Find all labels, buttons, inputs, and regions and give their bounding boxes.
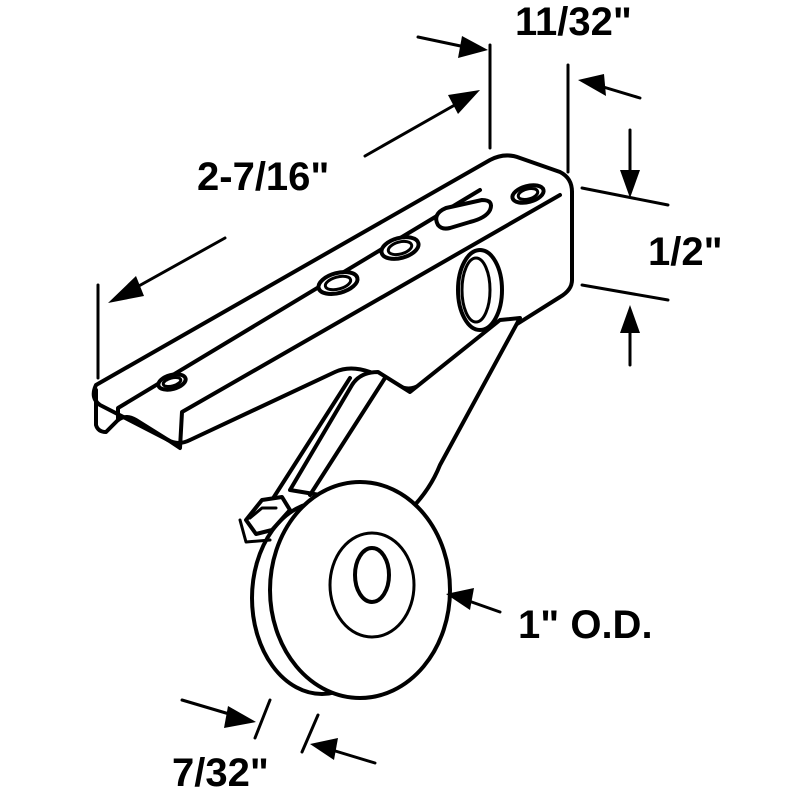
dimension-wheel-diameter: 1" O.D. (446, 588, 653, 647)
roller-wheel (238, 480, 452, 700)
bracket-channel-inner (116, 188, 482, 422)
bracket-channel-lip (94, 388, 170, 442)
arm-clip (244, 495, 292, 536)
wheel-hub-ring (328, 531, 416, 639)
dimension-wheel-thickness: 7/32" (172, 698, 377, 795)
arm-body (288, 316, 522, 512)
dimension-bracket-width: 11/32" (416, 0, 642, 174)
bracket-edge (166, 193, 562, 450)
wheel-axle (353, 546, 391, 604)
label-wheel-diameter: 1" O.D. (518, 603, 653, 647)
label-bracket-length: 2-7/16" (197, 155, 329, 199)
label-wheel-thickness: 7/32" (172, 751, 269, 795)
roller-arm (270, 316, 522, 512)
label-bracket-height: 1/2" (648, 230, 723, 274)
label-bracket-width: 11/32" (515, 0, 632, 44)
bracket-side-rivet (456, 248, 504, 332)
bracket-adjust-slot (434, 198, 493, 231)
dimension-bracket-height: 1/2" (580, 128, 723, 367)
dimension-bracket-length: 2-7/16" (96, 43, 492, 380)
mounting-bracket (91, 153, 574, 450)
